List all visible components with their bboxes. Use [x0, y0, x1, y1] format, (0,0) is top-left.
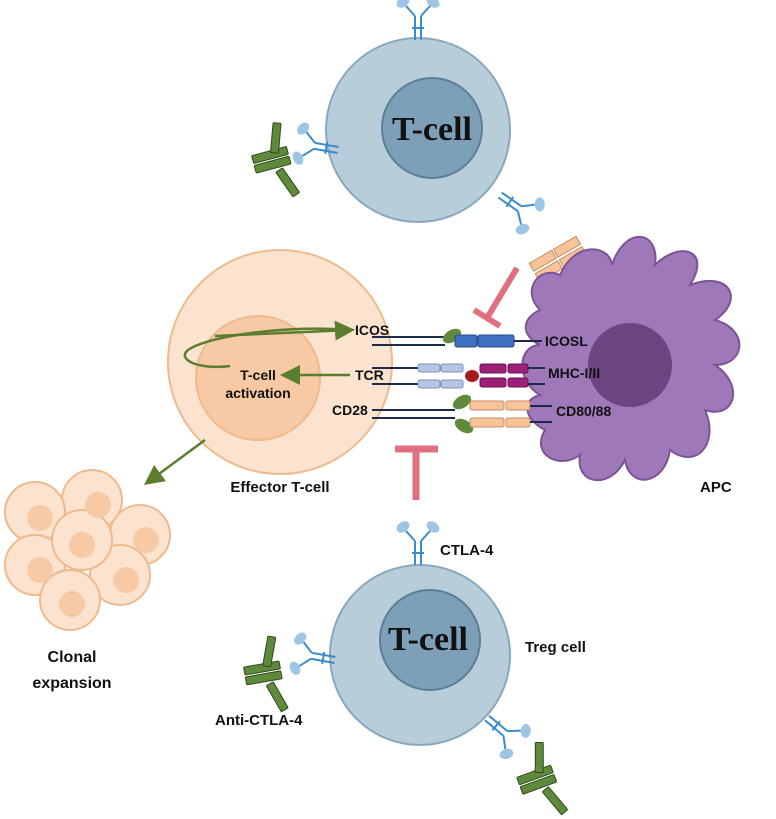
top-tcell-label: T-cell	[392, 111, 472, 148]
clonal-label-line2: expansion	[32, 675, 111, 692]
inhibition-icon	[395, 445, 438, 500]
antibody-icon	[244, 120, 301, 206]
receptor-icon	[393, 517, 443, 566]
treg-tcell: T-cell	[329, 564, 511, 746]
icosl-label: ICOSL	[545, 333, 588, 349]
activation-label-line2: activation	[225, 385, 290, 401]
ctla4-label: CTLA-4	[440, 542, 494, 559]
bottom-tcell-label: T-cell	[388, 621, 468, 658]
receptor-icon	[485, 174, 553, 242]
antibody-icon	[507, 739, 570, 819]
icos-arrow-head	[214, 320, 355, 341]
tcr-mhc-binding	[372, 363, 545, 389]
effector-label: Effector T-cell	[230, 479, 329, 496]
tcr-label: TCR	[355, 367, 384, 383]
receptor-icon	[393, 0, 443, 41]
activation-label-line1: T-cell	[240, 367, 276, 383]
anti-ctla4-label: Anti-CTLA-4	[215, 712, 303, 729]
apc-cell: APC	[521, 235, 741, 496]
icos-label: ICOS	[355, 322, 389, 338]
expansion-arrow	[143, 438, 206, 485]
icos-arrow	[183, 327, 351, 369]
icos-icosl-binding	[372, 328, 542, 348]
antibody-icon	[238, 634, 290, 718]
mhc-label: MHC-I/II	[548, 365, 600, 381]
cd28-label: CD28	[332, 402, 368, 418]
apc-label: APC	[700, 479, 732, 496]
treg-label: Treg cell	[525, 639, 586, 656]
cd28-cd80-binding	[372, 394, 552, 434]
clonal-expansion-cells	[4, 469, 171, 631]
top-tcell: T-cell	[325, 37, 511, 223]
clonal-label-line1: Clonal	[48, 649, 97, 666]
inhibition-icon	[472, 266, 520, 329]
effector-tcell: T-cell activation Effector T-cell	[167, 249, 393, 496]
cd80-label: CD80/88	[556, 403, 611, 419]
